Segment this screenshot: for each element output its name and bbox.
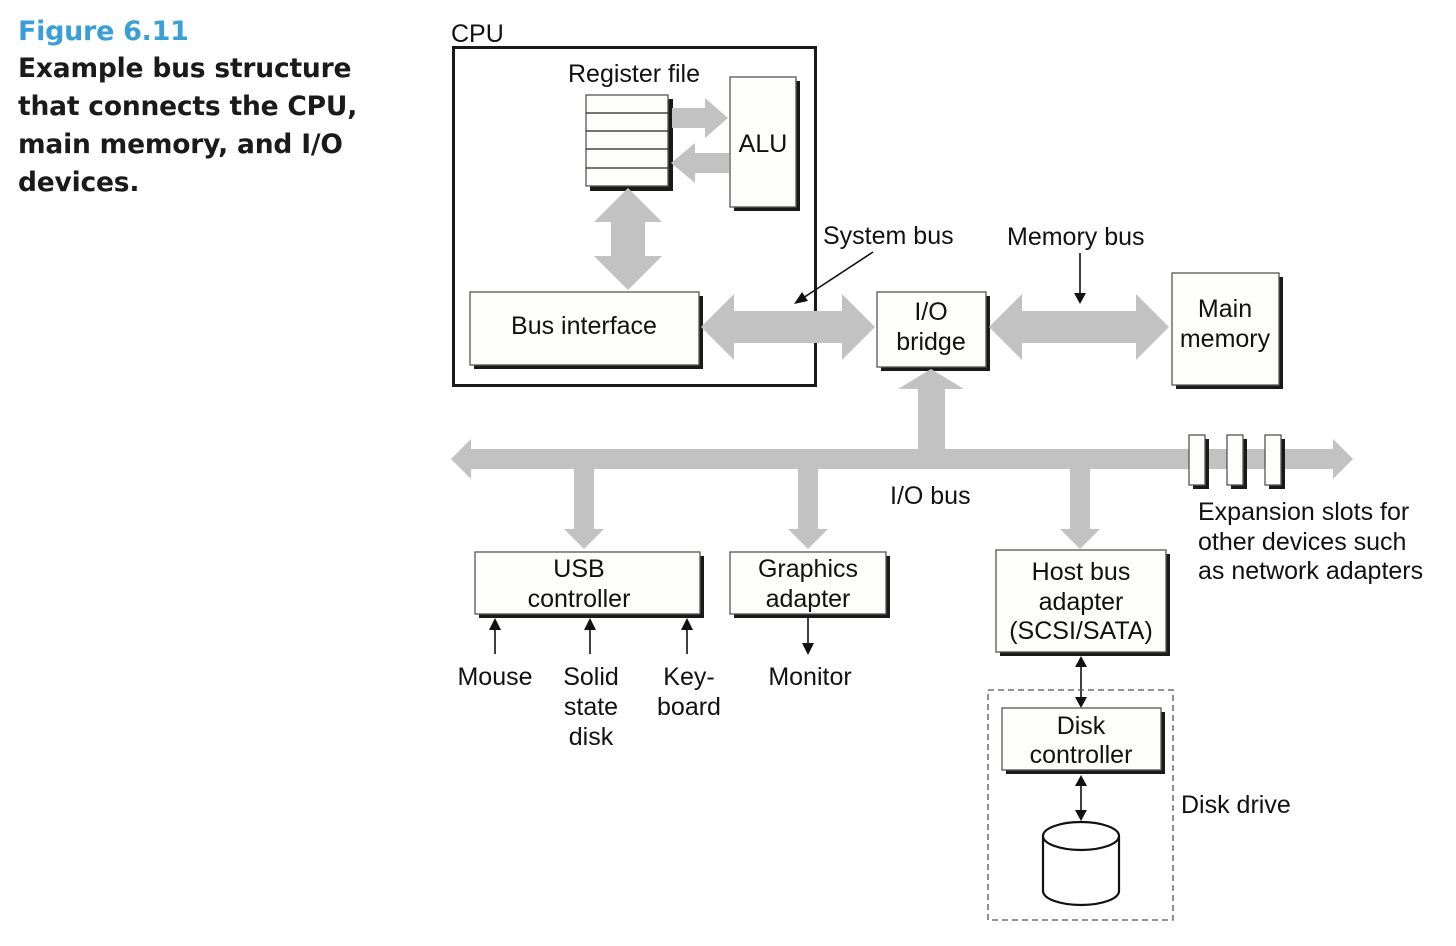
alu-label: ALU <box>739 130 788 158</box>
monitor: Monitor <box>768 618 852 691</box>
controller-disk-arrowhead-down <box>1075 810 1087 821</box>
main-memory-label-line-2: memory <box>1180 325 1271 353</box>
caption-line-1: Example bus structure <box>18 53 352 84</box>
mouse-arrowhead <box>489 618 501 630</box>
expansion-slot-2 <box>1226 434 1244 486</box>
bus-interface-box <box>469 291 700 366</box>
bus-interface: Bus interface <box>469 291 703 369</box>
expansion-slots: Expansion slots for other devices such a… <box>1188 434 1423 585</box>
caption-line-2: that connects the CPU, <box>18 91 358 122</box>
host-disk-arrowhead-down <box>1075 697 1087 708</box>
register-file: Register file <box>568 60 700 191</box>
figure-number: Figure 6.11 <box>18 16 189 47</box>
host-bus-adapter-label-line-2: adapter <box>1039 588 1124 616</box>
alu: ALU <box>729 76 800 211</box>
ssd-arrowhead <box>584 618 596 630</box>
keyboard-label-line-1: Key- <box>663 663 714 691</box>
graphics-adapter-box <box>729 551 887 615</box>
alu-to-register-arrow <box>671 143 729 183</box>
disk-drive-label: Disk drive <box>1181 791 1291 819</box>
host-bus-adapter: Host bus adapter (SCSI/SATA) <box>995 549 1170 656</box>
host-to-disk-controller-connector <box>1075 656 1087 708</box>
cpu: CPU <box>451 20 817 387</box>
system-bus-arrow <box>701 294 875 360</box>
usb-device-solid-state-disk: Solid state disk <box>563 618 619 751</box>
figure-caption: Figure 6.11 Example bus structure that c… <box>18 14 378 202</box>
system-bus-pointer-line <box>802 251 874 299</box>
io-bridge-label-line-2: bridge <box>896 328 966 356</box>
expansion-slots-label-line-3: as network adapters <box>1198 557 1423 585</box>
memory-bus-label: Memory bus <box>1007 223 1145 251</box>
graphics-adapter-label-line-1: Graphics <box>758 555 858 583</box>
expansion-slot-3 <box>1264 434 1282 486</box>
host-disk-arrowhead-up <box>1075 656 1087 667</box>
expansion-slots-label-line-2: other devices such <box>1198 528 1406 556</box>
usb-device-mouse: Mouse <box>457 618 533 691</box>
io-bridge: I/O bridge <box>876 291 990 371</box>
main-memory-label-line-1: Main <box>1198 295 1252 323</box>
memory-bus-pointer-arrowhead <box>1074 293 1086 304</box>
disk-controller-label-line-2: controller <box>1030 741 1133 769</box>
graphics-adapter: Graphics adapter <box>729 551 890 618</box>
ssd-label-line-3: disk <box>569 723 614 751</box>
usb-controller-box <box>474 551 701 615</box>
io-bridge-box <box>876 291 987 368</box>
usb-controller-label-line-2: controller <box>528 585 631 613</box>
cpu-box <box>452 46 817 387</box>
caption-line-3: main memory, and I/O <box>18 129 343 160</box>
host-bus-adapter-box <box>995 549 1167 653</box>
io-bus-arrow <box>451 439 1353 479</box>
io-bus-label: I/O bus <box>890 482 971 510</box>
disk-drive-dashed-box <box>987 689 1174 921</box>
disk-cylinder-icon <box>1041 820 1121 907</box>
main-memory: Main memory <box>1171 272 1283 389</box>
alu-box <box>729 76 797 208</box>
expansion-slot-1 <box>1188 434 1206 486</box>
host-bus-adapter-label-line-3: (SCSI/SATA) <box>1009 617 1153 645</box>
disk-drive: Disk drive Disk controller <box>987 689 1291 921</box>
usb-controller-label-line-1: USB <box>553 555 604 583</box>
io-bus-to-usb-arrow <box>564 467 604 549</box>
ssd-label-line-2: state <box>564 693 618 721</box>
mouse-label: Mouse <box>457 663 532 691</box>
usb-controller: USB controller <box>474 551 704 618</box>
graphics-adapter-label-line-2: adapter <box>766 585 851 613</box>
system-bus-label: System bus <box>823 222 954 250</box>
system-bus-pointer-arrowhead <box>794 292 808 304</box>
memory-bus-arrow <box>989 294 1169 360</box>
io-bus-to-graphics-arrow <box>788 467 828 549</box>
cpu-label: CPU <box>451 20 504 48</box>
register-file-box <box>585 94 669 187</box>
register-to-alu-arrow <box>672 98 728 138</box>
io-bridge-label-line-1: I/O <box>914 298 947 326</box>
disk-controller-label-line-1: Disk <box>1057 712 1106 740</box>
io-bus: I/O bus <box>451 369 1353 549</box>
controller-disk-arrowhead-up <box>1075 775 1087 786</box>
caption-line-4: devices. <box>18 167 140 198</box>
main-memory-box <box>1171 272 1280 386</box>
keyboard-label-line-2: board <box>657 693 721 721</box>
monitor-label: Monitor <box>768 663 851 691</box>
monitor-arrowhead <box>802 643 814 655</box>
disk-controller-box <box>1001 707 1162 771</box>
register-bus-interface-arrow <box>594 188 662 290</box>
usb-device-keyboard: Key- board <box>657 618 721 721</box>
expansion-slots-label-line-1: Expansion slots for <box>1198 498 1409 526</box>
host-bus-adapter-label-line-1: Host bus <box>1032 558 1131 586</box>
ssd-label-line-1: Solid <box>563 663 619 691</box>
io-bus-to-bridge-arrow <box>898 369 964 451</box>
keyboard-arrowhead <box>681 618 693 630</box>
bus-interface-label: Bus interface <box>511 312 657 340</box>
register-file-label: Register file <box>568 60 700 88</box>
io-bus-to-host-adapter-arrow <box>1060 467 1100 549</box>
